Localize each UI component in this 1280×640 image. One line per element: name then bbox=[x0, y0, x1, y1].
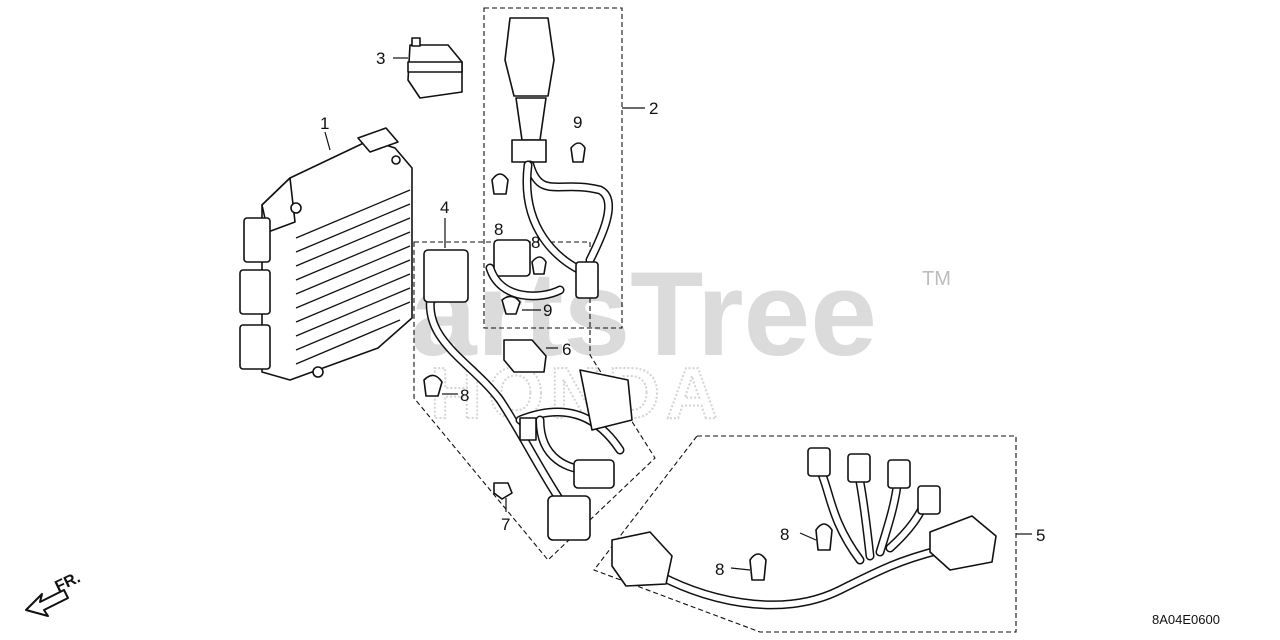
injector-harness-end-connector bbox=[929, 515, 997, 571]
clips bbox=[423, 142, 833, 581]
clip-7[interactable] bbox=[493, 482, 513, 500]
ecu-connector-top bbox=[243, 217, 271, 263]
connector-cover[interactable] bbox=[407, 37, 463, 99]
clip-9a[interactable] bbox=[570, 142, 586, 163]
main-harness-connector-mid bbox=[573, 459, 615, 489]
injector-connector-3 bbox=[887, 459, 911, 489]
main-harness-connector-bottom bbox=[547, 495, 591, 541]
ecu-tab bbox=[357, 127, 399, 153]
group-box-4 bbox=[413, 241, 656, 561]
clip-8d[interactable] bbox=[815, 523, 833, 551]
sub-harness-small-connector bbox=[575, 261, 599, 299]
diagram-reference-code: 8A04E0600 bbox=[1152, 612, 1220, 627]
injector-connector-1 bbox=[807, 447, 831, 477]
injector-connector-4 bbox=[917, 485, 941, 515]
watermark-brand: PartsTree bbox=[330, 247, 877, 381]
front-direction-indicator: FR. bbox=[25, 569, 84, 617]
callout-7: 7 bbox=[501, 515, 510, 534]
front-label: FR. bbox=[53, 569, 84, 595]
sub-harness[interactable] bbox=[485, 17, 614, 301]
ecu-module[interactable] bbox=[239, 127, 413, 381]
watermark-sub: HONDA bbox=[430, 354, 724, 434]
main-harness[interactable] bbox=[423, 249, 633, 541]
callout-8c: 8 bbox=[460, 386, 469, 405]
callout-8e: 8 bbox=[715, 560, 724, 579]
sub-harness-side-connector bbox=[493, 239, 531, 277]
cover-band bbox=[407, 61, 463, 73]
leader-lines bbox=[324, 57, 1032, 571]
connector-6[interactable] bbox=[503, 339, 547, 373]
group-box-2 bbox=[483, 7, 623, 329]
clip-8a[interactable] bbox=[491, 173, 509, 195]
watermark-trademark: TM bbox=[922, 268, 951, 290]
injector-harness[interactable] bbox=[611, 447, 997, 610]
group-outlines bbox=[413, 7, 1017, 633]
injector-connector-2 bbox=[847, 453, 871, 483]
callout-9b: 9 bbox=[543, 301, 552, 320]
sub-harness-grommet bbox=[511, 139, 547, 163]
clip-7-body bbox=[493, 482, 513, 500]
injector-harness-main-connector bbox=[611, 531, 673, 587]
callout-8b: 8 bbox=[531, 233, 540, 252]
ecu-connector-mid bbox=[239, 269, 271, 315]
callout-4: 4 bbox=[440, 198, 449, 217]
main-harness-connector-right bbox=[579, 369, 633, 431]
front-arrow-icon bbox=[25, 589, 69, 617]
ecu-connector-bottom bbox=[239, 324, 271, 370]
callout-2: 2 bbox=[649, 99, 658, 118]
sub-harness-main-connector bbox=[504, 17, 555, 97]
clip-8b[interactable] bbox=[531, 256, 547, 275]
clip-8e[interactable] bbox=[749, 553, 767, 581]
callout-9a: 9 bbox=[573, 113, 582, 132]
callout-6: 6 bbox=[562, 340, 571, 359]
callout-8a: 8 bbox=[494, 220, 503, 239]
callout-8d: 8 bbox=[780, 525, 789, 544]
connector-6-body bbox=[503, 339, 547, 373]
watermark: PartsTree TM HONDA bbox=[330, 247, 951, 435]
sub-harness-boot bbox=[515, 97, 547, 141]
callout-3: 3 bbox=[376, 49, 385, 68]
group-box-5 bbox=[593, 435, 1017, 633]
clip-8c[interactable] bbox=[423, 374, 443, 397]
ecu-fins bbox=[295, 189, 411, 365]
main-harness-connector-top bbox=[423, 249, 469, 303]
callout-5: 5 bbox=[1036, 526, 1045, 545]
callouts: 1 2 3 4 5 6 7 8 8 8 8 8 9 9 bbox=[320, 49, 1045, 579]
main-harness-clamp bbox=[519, 417, 537, 441]
clip-9b[interactable] bbox=[501, 295, 521, 315]
cover-tab bbox=[411, 37, 421, 47]
callout-1: 1 bbox=[320, 114, 329, 133]
